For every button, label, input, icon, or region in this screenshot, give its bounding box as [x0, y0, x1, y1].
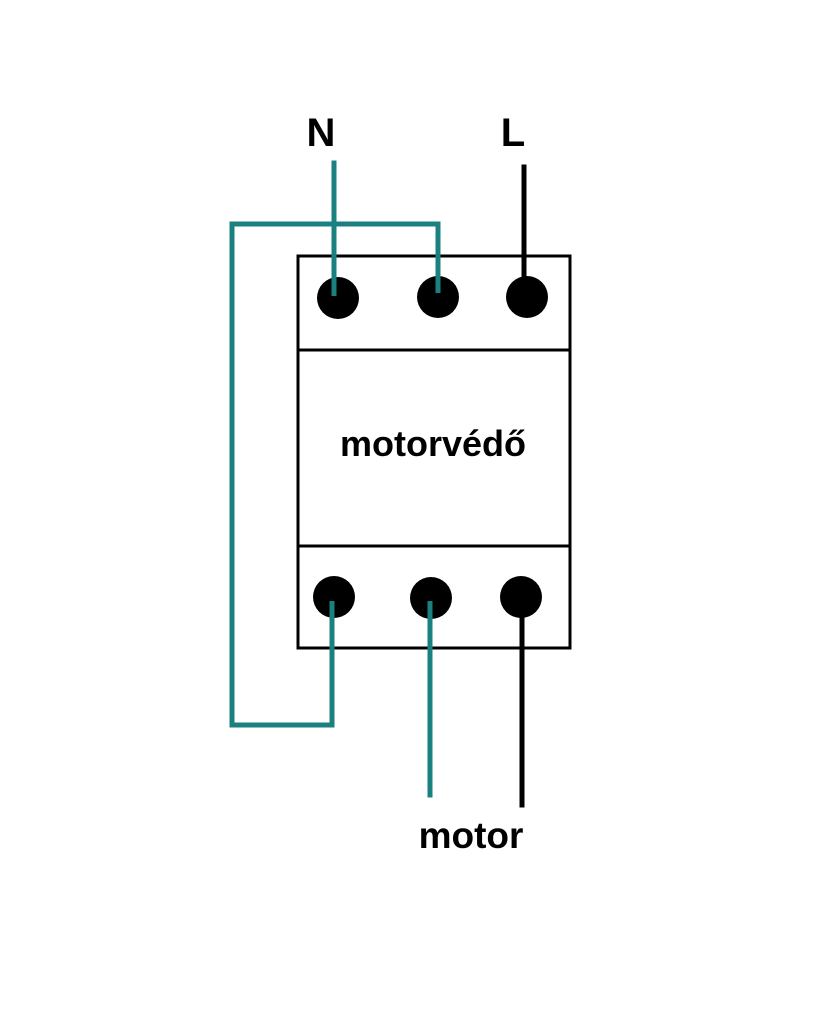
- terminal-bottom-left: [313, 576, 355, 618]
- terminal-top-right: [506, 276, 548, 318]
- device-label: motorvédő: [340, 423, 526, 464]
- line-label: L: [501, 111, 525, 155]
- terminal-top-left: [317, 277, 359, 319]
- top-terminals: [317, 276, 548, 319]
- neutral-bridge-wire: [229, 221, 441, 728]
- neutral-label: N: [307, 111, 336, 155]
- terminal-wire-overlays: [329, 260, 441, 640]
- terminal-top-middle: [417, 276, 459, 318]
- terminal-bottom-middle: [410, 577, 452, 619]
- motor-label: motor: [419, 815, 524, 856]
- terminal-bottom-right: [500, 576, 542, 618]
- bottom-terminals: [313, 576, 542, 619]
